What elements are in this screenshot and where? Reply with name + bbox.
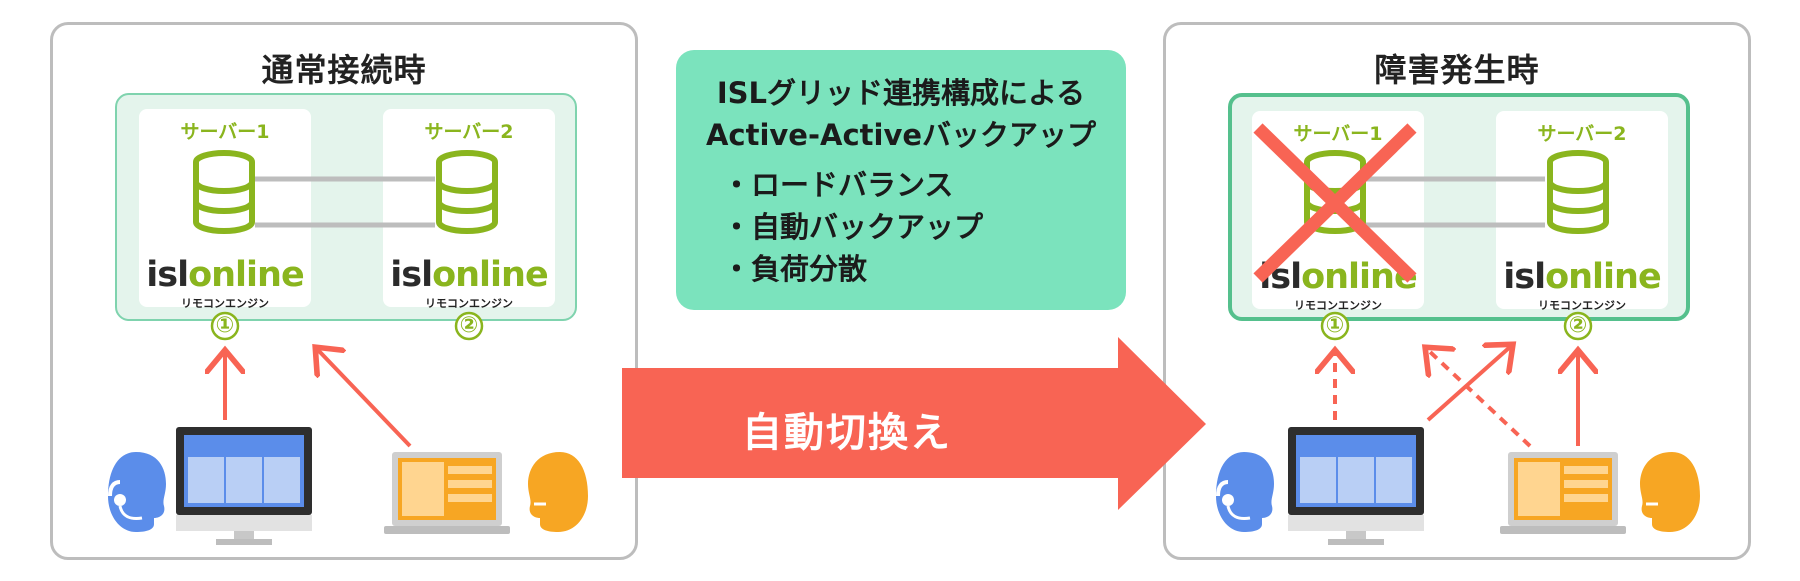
info-title-line-1: ISLグリッド連携構成による <box>716 76 1086 110</box>
failure-cross-icon <box>1253 123 1417 283</box>
laptop-icon <box>384 452 510 534</box>
feature-list: ・ロードバランス ・自動バックアップ ・負荷分散 <box>722 164 983 290</box>
info-title: ISLグリッド連携構成による Active-Activeバックアップ <box>676 72 1126 156</box>
desktop-computer-icon <box>1288 427 1424 545</box>
panel-title: 障害発生時 <box>1374 51 1540 89</box>
server-2-label: サーバー2 <box>424 121 514 143</box>
info-title-line-2: Active-Activeバックアップ <box>705 118 1097 152</box>
customer-user-icon <box>1638 450 1702 534</box>
feature-item: ・ロードバランス <box>722 168 954 202</box>
server-2-label: サーバー2 <box>1537 123 1627 145</box>
database-icon <box>196 153 252 231</box>
server-1-label: サーバー1 <box>180 121 270 143</box>
info-box: ISLグリッド連携構成による Active-Activeバックアップ ・ロードバ… <box>676 50 1126 310</box>
failover-arrow <box>1426 347 1510 422</box>
marker-1-label: ① <box>215 313 235 338</box>
server-cluster: サーバー1 islonline リモコンエンジン サーバー2 islonline… <box>115 93 577 321</box>
database-icon <box>1550 153 1606 231</box>
panel-title: 通常接続時 <box>261 51 427 89</box>
connection-arrow <box>318 350 412 448</box>
feature-item: ・自動バックアップ <box>722 210 984 244</box>
engine-label: リモコンエンジン <box>1538 299 1626 312</box>
marker-2-circle <box>1563 311 1593 341</box>
auto-switch-label: 自動切換え <box>742 410 952 456</box>
isl-online-logo: islonline <box>146 255 304 295</box>
marker-1-circle <box>210 311 240 341</box>
support-operator-icon <box>106 450 168 534</box>
isl-online-logo: islonline <box>1503 257 1661 297</box>
engine-label: リモコンエンジン <box>181 297 269 310</box>
engine-label: リモコンエンジン <box>1294 299 1382 312</box>
marker-1-label: ① <box>1325 313 1345 338</box>
desktop-computer-icon <box>176 427 312 545</box>
marker-2-label: ② <box>459 313 479 338</box>
customer-user-icon <box>526 450 590 534</box>
normal-connection-panel: 通常接続時 サーバー1 islonline リモコンエンジン サーバー2 isl… <box>50 22 638 560</box>
isl-online-logo: islonline <box>390 255 548 295</box>
database-icon <box>439 153 495 231</box>
laptop-icon <box>1500 452 1626 534</box>
auto-switch-arrow <box>622 337 1206 510</box>
marker-2-label: ② <box>1568 313 1588 338</box>
marker-2-circle <box>454 311 484 341</box>
marker-1-circle <box>1320 311 1350 341</box>
feature-item: ・負荷分散 <box>722 252 868 286</box>
failed-connection-arrow <box>1428 350 1532 448</box>
server-1-label: サーバー1 <box>1293 123 1383 145</box>
support-operator-icon <box>1214 450 1276 534</box>
isl-online-logo: islonline <box>1259 257 1417 297</box>
engine-label: リモコンエンジン <box>425 297 513 310</box>
